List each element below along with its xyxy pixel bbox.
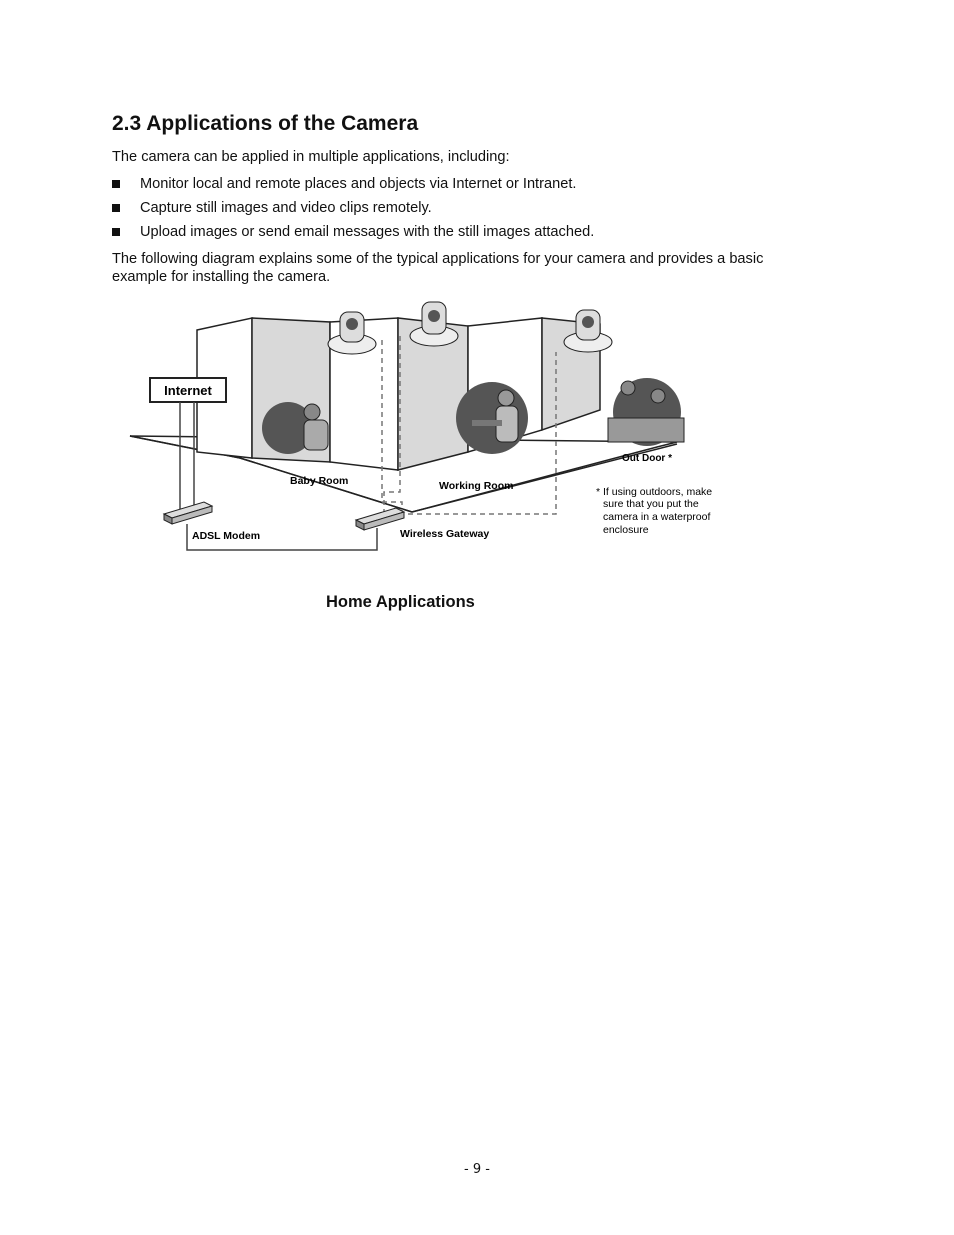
baby-room-scene — [262, 402, 329, 454]
camera-icon — [563, 309, 613, 353]
svg-text:enclosure: enclosure — [603, 524, 649, 536]
section-heading: 2.3 Applications of the Camera — [112, 112, 419, 135]
diagram-intro-line2: example for installing the camera. — [112, 269, 331, 285]
walls — [196, 317, 601, 471]
adsl-modem-icon — [162, 501, 214, 525]
wireless-links — [381, 332, 557, 515]
svg-text:camera in a waterproof: camera in a waterproof — [603, 511, 710, 523]
bullet-text: Monitor local and remote places and obje… — [140, 176, 577, 192]
bullet-square-icon — [112, 228, 120, 236]
bullet-square-icon — [112, 204, 120, 212]
home-applications-diagram: Internet ADSL Modem Wireless Gateway Bab… — [129, 301, 712, 551]
diagram-caption: Home Applications — [326, 593, 475, 611]
camera-icon — [409, 301, 459, 347]
svg-text:sure that you put the: sure that you put the — [603, 498, 699, 510]
page-number: - 9 - — [464, 1162, 490, 1177]
adsl-modem-label: ADSL Modem — [192, 530, 260, 542]
bullet-text: Capture still images and video clips rem… — [140, 200, 432, 216]
bullet-text: Upload images or send email messages wit… — [140, 224, 595, 240]
camera-icon — [327, 311, 377, 355]
out-door-scene — [607, 378, 685, 446]
working-room-label: Working Room — [439, 480, 513, 492]
out-door-label: Out Door * — [622, 453, 672, 464]
wireless-gateway-icon — [354, 507, 406, 531]
outdoor-note: * If using outdoors, make sure that you … — [596, 486, 712, 536]
svg-text:* If using outdoors, make: * If using outdoors, make — [596, 486, 712, 498]
internet-label: Internet — [164, 383, 212, 398]
modem-gateway-cable — [186, 524, 378, 551]
internet-box — [149, 377, 227, 403]
bullet-square-icon — [112, 180, 120, 188]
working-room-scene — [456, 382, 528, 454]
wireless-gateway-label: Wireless Gateway — [400, 528, 489, 540]
intro-paragraph: The camera can be applied in multiple ap… — [112, 149, 510, 165]
diagram-intro-line1: The following diagram explains some of t… — [112, 251, 764, 267]
baby-room-label: Baby Room — [290, 475, 348, 487]
